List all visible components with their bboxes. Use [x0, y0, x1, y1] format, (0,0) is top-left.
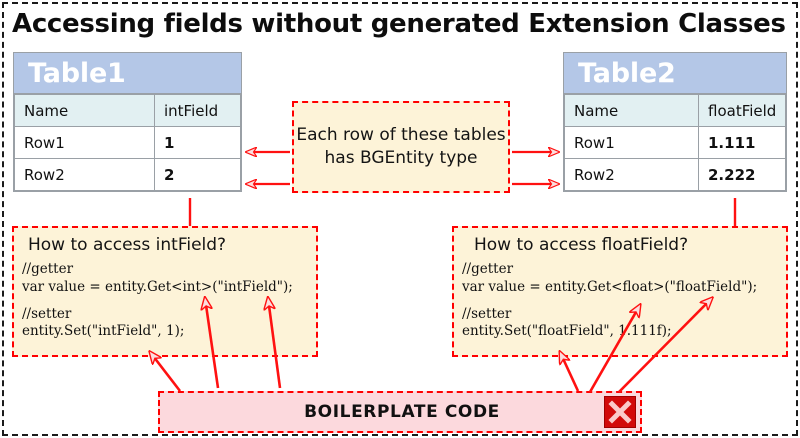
arrow-banner-to-left-setter	[150, 352, 182, 392]
table-row: Row2 2	[14, 158, 241, 191]
table-row: Row1 1	[14, 126, 241, 159]
code-right-setter: entity.Set("floatField", 1.111f);	[462, 323, 672, 340]
code-left-setter: entity.Set("intField", 1);	[22, 323, 185, 340]
table1-row1-name: Row2	[14, 158, 155, 191]
code-box-intfield: How to access intField? //getter var val…	[12, 226, 318, 357]
table1-caption: Table1	[14, 53, 241, 94]
code-right-question: How to access floatField?	[474, 235, 689, 255]
table-header-row: Name intField	[14, 94, 241, 127]
table2-caption: Table2	[564, 53, 786, 94]
code-left-getter: var value = entity.Get<int>("intField");	[22, 278, 293, 295]
table2: Table2 Name floatField Row1 1.111 Row2 2…	[563, 52, 787, 192]
x-cross-icon	[604, 396, 636, 428]
table-row: Row2 2.222	[564, 158, 786, 191]
table1-col-intfield: intField	[154, 94, 241, 127]
table2-row1-value: 2.222	[698, 158, 786, 191]
table2-row1-name: Row2	[564, 158, 699, 191]
table2-col-name: Name	[564, 94, 699, 127]
table1: Table1 Name intField Row1 1 Row2 2	[13, 52, 242, 192]
table1-col-name: Name	[14, 94, 155, 127]
code-left-setter-comment: //setter	[22, 305, 72, 322]
table2-row0-value: 1.111	[698, 126, 786, 159]
center-callout-text: Each row of these tables has BGEntity ty…	[296, 125, 506, 168]
table-row: Row1 1.111	[564, 126, 786, 159]
table-header-row: Name floatField	[564, 94, 786, 127]
code-left-spacer	[22, 297, 308, 306]
code-right-spacer	[462, 297, 778, 306]
table2-row0-name: Row1	[564, 126, 699, 159]
boilerplate-banner: BOILERPLATE CODE	[158, 391, 642, 433]
code-left-question: How to access intField?	[28, 235, 227, 255]
code-right-setter-comment: //setter	[462, 305, 512, 322]
boilerplate-label: BOILERPLATE CODE	[304, 402, 500, 422]
code-right-getter: var value = entity.Get<float>("floatFiel…	[462, 278, 758, 295]
center-callout-note: Each row of these tables has BGEntity ty…	[292, 101, 510, 193]
code-right-getter-comment: //getter	[462, 261, 514, 277]
code-left-getter-comment: //getter	[22, 261, 74, 277]
table1-row0-name: Row1	[14, 126, 155, 159]
table2-col-floatfield: floatField	[698, 94, 786, 127]
table1-row1-value: 2	[154, 158, 241, 191]
code-box-floatfield: How to access floatField? //getter var v…	[452, 226, 788, 357]
arrow-banner-to-right-setter	[560, 352, 580, 392]
table1-row0-value: 1	[154, 126, 241, 159]
page-title: Accessing fields without generated Exten…	[12, 9, 786, 39]
